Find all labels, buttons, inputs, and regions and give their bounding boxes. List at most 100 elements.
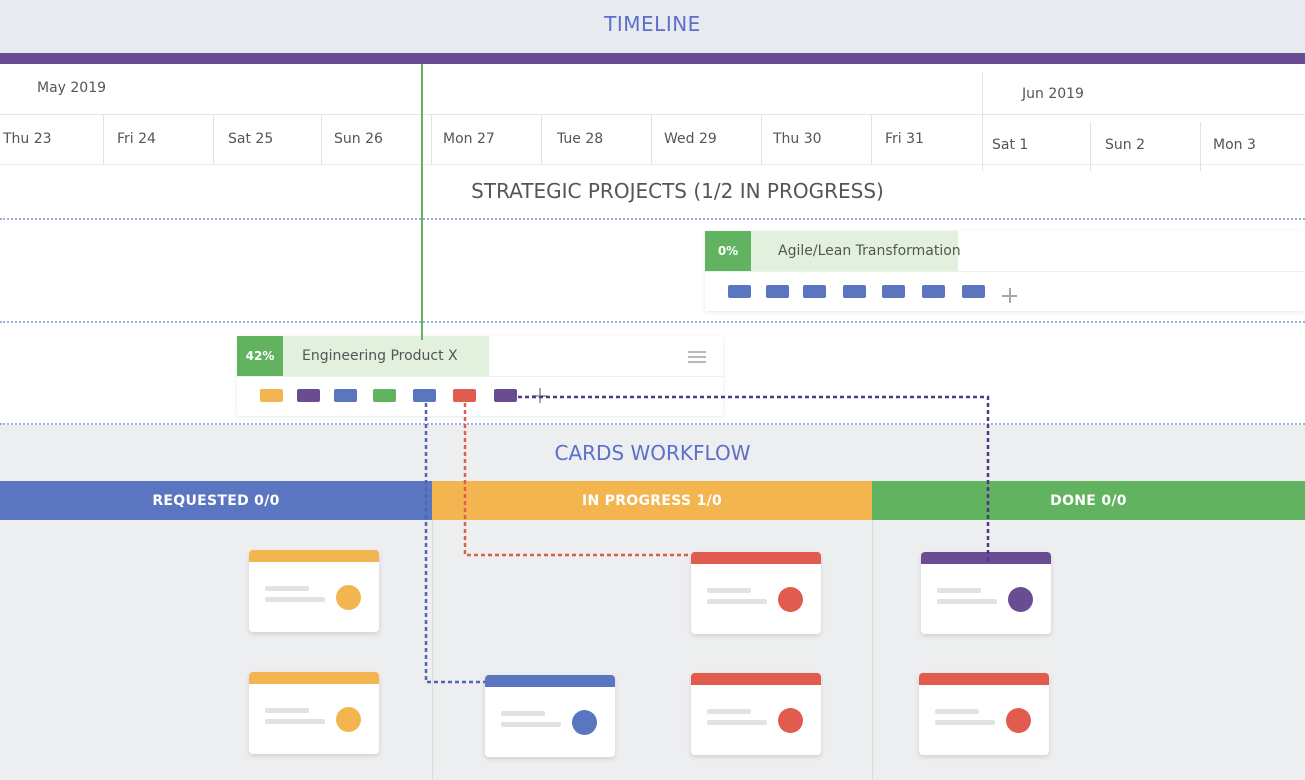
card-text-placeholder <box>265 597 325 602</box>
project-agile-lean[interactable]: 0% Agile/Lean Transformation <box>705 231 1305 311</box>
card-marker[interactable] <box>882 285 905 298</box>
day-divider <box>651 115 652 164</box>
day-fri-24[interactable]: Fri 24 <box>117 131 156 147</box>
card-text-placeholder <box>937 588 981 593</box>
assignee-avatar <box>778 587 803 612</box>
column-divider <box>872 520 873 780</box>
card-marker[interactable] <box>453 389 476 402</box>
day-divider <box>1200 122 1201 171</box>
day-sun-26[interactable]: Sun 26 <box>334 131 383 147</box>
card-text-placeholder <box>501 722 561 727</box>
card-color-strip <box>485 675 615 687</box>
column-header-in-progress[interactable]: IN PROGRESS 1/0 <box>432 481 872 520</box>
day-row-bottom-border <box>0 164 1305 165</box>
column-divider <box>432 520 433 780</box>
workflow-card[interactable] <box>249 550 379 632</box>
card-marker[interactable] <box>843 285 866 298</box>
day-tue-28[interactable]: Tue 28 <box>557 131 604 147</box>
card-text-placeholder <box>265 586 309 591</box>
month-divider <box>982 72 983 120</box>
header-accent-bar <box>0 53 1305 64</box>
card-marker[interactable] <box>334 389 357 402</box>
add-card-icon[interactable] <box>532 388 547 403</box>
card-color-strip <box>249 550 379 562</box>
workflow-card[interactable] <box>691 552 821 634</box>
day-divider <box>1090 122 1091 171</box>
progress-fill <box>283 336 489 376</box>
day-wed-29[interactable]: Wed 29 <box>664 131 717 147</box>
day-mon-27[interactable]: Mon 27 <box>443 131 495 147</box>
day-divider <box>431 115 432 164</box>
progress-badge: 0% <box>705 231 751 271</box>
day-thu-30[interactable]: Thu 30 <box>773 131 822 147</box>
card-marker[interactable] <box>728 285 751 298</box>
day-row-top-border <box>0 114 1305 115</box>
assignee-avatar <box>336 707 361 732</box>
card-text-placeholder <box>707 720 767 725</box>
progress-fill <box>751 231 958 271</box>
day-fri-31[interactable]: Fri 31 <box>885 131 924 147</box>
card-marker[interactable] <box>766 285 789 298</box>
card-marker[interactable] <box>413 389 436 402</box>
cards-workflow-title: CARDS WORKFLOW <box>554 441 751 465</box>
card-marker[interactable] <box>373 389 396 402</box>
card-text-placeholder <box>935 709 979 714</box>
workflow-card[interactable] <box>485 675 615 757</box>
day-mon-3[interactable]: Mon 3 <box>1213 137 1256 153</box>
card-color-strip <box>249 672 379 684</box>
timeline-title: TIMELINE <box>604 12 701 36</box>
column-header-done[interactable]: DONE 0/0 <box>872 481 1305 520</box>
card-text-placeholder <box>501 711 545 716</box>
card-marker[interactable] <box>922 285 945 298</box>
assignee-avatar <box>1006 708 1031 733</box>
day-divider <box>103 115 104 164</box>
project-engineering-x[interactable]: 42% Engineering Product X <box>237 336 723 416</box>
card-marker[interactable] <box>297 389 320 402</box>
month-label-jun: Jun 2019 <box>1022 86 1084 102</box>
assignee-avatar <box>778 708 803 733</box>
assignee-avatar <box>572 710 597 735</box>
swimlane-divider <box>0 321 1305 323</box>
day-divider <box>213 115 214 164</box>
day-divider <box>871 115 872 164</box>
card-marker[interactable] <box>494 389 517 402</box>
card-marker[interactable] <box>260 389 283 402</box>
timeline-header: TIMELINE <box>0 0 1305 53</box>
card-text-placeholder <box>707 599 767 604</box>
card-text-placeholder <box>265 719 325 724</box>
day-divider <box>982 115 983 171</box>
card-color-strip <box>921 552 1051 564</box>
card-color-strip <box>919 673 1049 685</box>
day-sat-25[interactable]: Sat 25 <box>228 131 274 147</box>
card-text-placeholder <box>265 708 309 713</box>
progress-badge: 42% <box>237 336 283 376</box>
workflow-card[interactable] <box>249 672 379 754</box>
card-color-strip <box>691 673 821 685</box>
day-sat-1[interactable]: Sat 1 <box>992 137 1029 153</box>
cards-workflow-board <box>0 425 1305 780</box>
project-name: Agile/Lean Transformation <box>778 243 961 259</box>
month-label-may: May 2019 <box>37 80 107 96</box>
swimlane-divider <box>0 218 1305 220</box>
day-divider <box>541 115 542 164</box>
day-divider <box>761 115 762 164</box>
workflow-card[interactable] <box>921 552 1051 634</box>
day-sun-2[interactable]: Sun 2 <box>1105 137 1145 153</box>
column-header-requested[interactable]: REQUESTED 0/0 <box>0 481 432 520</box>
workflow-card[interactable] <box>919 673 1049 755</box>
card-text-placeholder <box>707 588 751 593</box>
workflow-card[interactable] <box>691 673 821 755</box>
card-marker[interactable] <box>962 285 985 298</box>
strategic-projects-title: STRATEGIC PROJECTS (1/2 IN PROGRESS) <box>471 179 884 203</box>
card-color-strip <box>691 552 821 564</box>
card-marker[interactable] <box>803 285 826 298</box>
day-thu-23[interactable]: Thu 23 <box>3 131 52 147</box>
menu-icon[interactable] <box>688 351 706 363</box>
add-card-icon[interactable] <box>1002 288 1017 303</box>
card-text-placeholder <box>707 709 751 714</box>
project-separator <box>237 376 723 377</box>
project-separator <box>705 271 1305 272</box>
today-marker-line <box>421 64 423 340</box>
card-text-placeholder <box>937 599 997 604</box>
project-name: Engineering Product X <box>302 348 458 364</box>
